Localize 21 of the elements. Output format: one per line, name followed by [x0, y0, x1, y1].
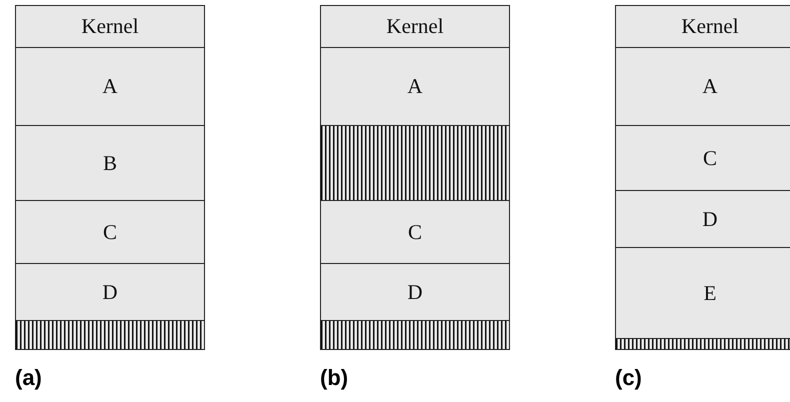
- panel-label: (a): [15, 365, 42, 391]
- memory-segment: Kernel: [15, 5, 205, 48]
- memory-segment: C: [615, 125, 790, 192]
- free-memory-hole: [320, 125, 510, 202]
- memory-segment: D: [320, 263, 510, 322]
- free-memory-hole: [320, 320, 510, 350]
- memory-segment: Kernel: [615, 5, 790, 48]
- panel-label: (c): [615, 365, 642, 391]
- memory-segment: E: [615, 247, 790, 340]
- panel-label: (b): [320, 365, 348, 391]
- memory-segment: B: [15, 125, 205, 202]
- memory-segment: A: [15, 47, 205, 126]
- memory-segment: C: [320, 200, 510, 264]
- memory-segment: Kernel: [320, 5, 510, 48]
- memory-segment: A: [615, 47, 790, 126]
- memory-segment: D: [615, 190, 790, 248]
- memory-segment: D: [15, 263, 205, 322]
- free-memory-hole: [615, 338, 790, 350]
- memory-segment: A: [320, 47, 510, 126]
- memory-segment: C: [15, 200, 205, 264]
- free-memory-hole: [15, 320, 205, 350]
